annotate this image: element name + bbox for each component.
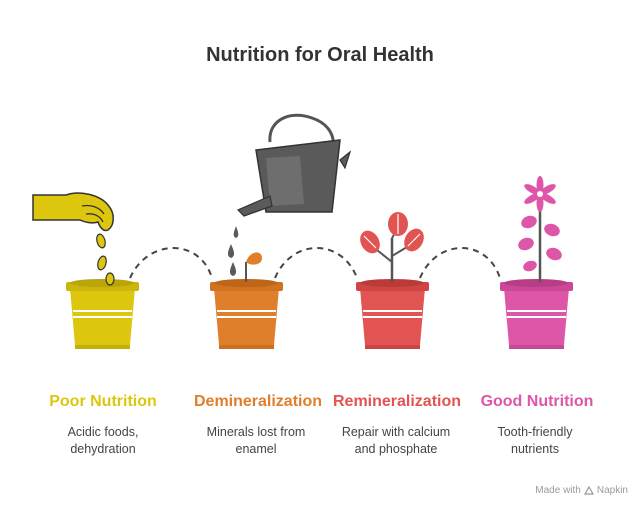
stage-desc-remineralization: Repair with calcium and phosphate xyxy=(321,424,471,458)
stage-desc-line: Repair with calcium xyxy=(341,425,451,439)
pot-demineralization xyxy=(210,252,283,349)
stage-desc-poor-nutrition: Acidic foods, dehydration xyxy=(28,424,178,458)
stage-title-poor-nutrition: Poor Nutrition xyxy=(49,393,157,410)
stage-desc-line: Acidic foods, xyxy=(67,425,139,439)
stage-desc-line: nutrients xyxy=(511,442,559,456)
diagram-title: Nutrition for Oral Health xyxy=(206,44,434,66)
stage-desc-demineralization: Minerals lost from enamel xyxy=(181,424,331,458)
stage-desc-line: Minerals lost from xyxy=(206,425,306,439)
pot-remineralization xyxy=(356,279,429,349)
stage-desc-line: enamel xyxy=(235,442,277,456)
pot-poor-nutrition xyxy=(66,279,139,349)
watering-can-icon xyxy=(227,113,352,276)
watermark-brand: Napkin xyxy=(596,485,628,496)
napkin-logo-icon xyxy=(583,485,594,495)
connector-2 xyxy=(274,247,358,279)
stage-desc-good-nutrition: Tooth-friendly nutrients xyxy=(460,424,610,458)
watermark-prefix: Made with xyxy=(535,485,581,496)
stage-desc-line: and phosphate xyxy=(354,442,438,456)
stage-desc-line: Tooth-friendly xyxy=(497,425,573,439)
watermark: Made with Napkin xyxy=(535,485,628,496)
connector-3 xyxy=(419,247,501,279)
sprout-icon xyxy=(360,212,424,282)
pot-good-nutrition xyxy=(500,279,573,349)
hand-dropping-seeds-icon xyxy=(32,192,115,286)
flower-icon xyxy=(518,176,562,282)
connector-1 xyxy=(129,247,213,279)
stage-desc-line: dehydration xyxy=(70,442,136,456)
stage-title-good-nutrition: Good Nutrition xyxy=(480,393,594,410)
stage-title-demineralization: Demineralization xyxy=(193,393,323,410)
stage-title-remineralization: Remineralization xyxy=(332,393,462,410)
stage-connectors xyxy=(129,247,501,279)
